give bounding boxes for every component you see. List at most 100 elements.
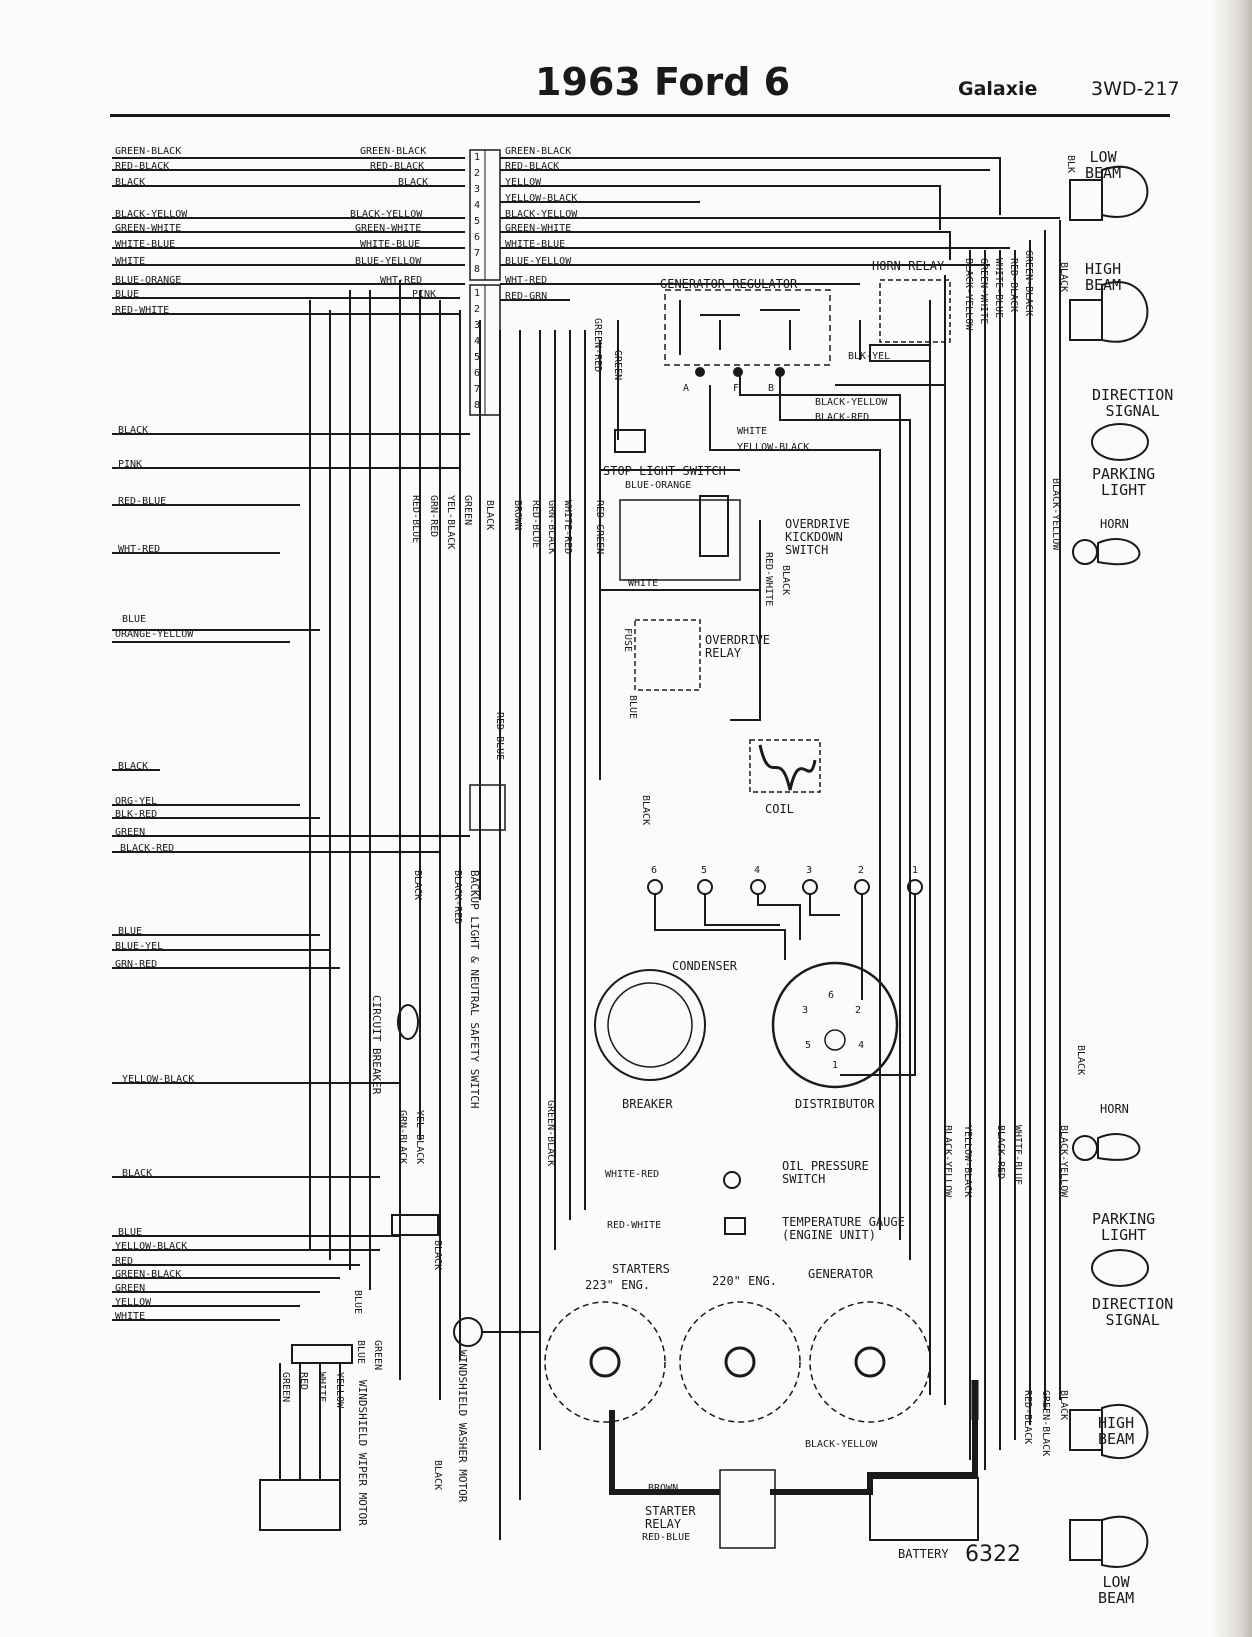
vertical-wire-label: YEL-BLACK xyxy=(445,495,456,550)
right-vertical-label: YELLOW-BLACK xyxy=(962,1125,973,1198)
left-wire-label: BLUE xyxy=(122,614,147,625)
label-line: SAFETY SWITCH xyxy=(468,1022,482,1109)
terminal-number: 8 xyxy=(474,400,481,411)
right-vertical-label: GREEN-WHITE xyxy=(978,258,989,325)
generator-label: GENERATOR xyxy=(808,1267,874,1281)
left-wire-label: ORG-YEL xyxy=(115,796,158,807)
direction-signal-bottom-label: DIRECTION SIGNAL xyxy=(1092,1296,1173,1329)
label-line: BREAKER xyxy=(370,1047,384,1095)
terminal-number: 4 xyxy=(474,200,481,211)
model-name: Galaxie xyxy=(958,78,1038,100)
vertical-wire-label: RED-BLUE xyxy=(410,495,421,544)
right-vertical-label: GREEN-BLACK xyxy=(1023,250,1034,317)
left-wire-label: BLACK xyxy=(118,425,149,436)
label-line: LIGHT xyxy=(1101,1225,1147,1244)
label-line: HIGH xyxy=(1085,260,1122,278)
terminal-number: 1 xyxy=(474,152,481,163)
label-line: SWITCH xyxy=(785,543,829,558)
left-wire-label: BLACK-YELLOW xyxy=(115,209,188,220)
mid-wire-label: GREEN-WHITE xyxy=(355,223,422,234)
mid-wire-label: RED-BLACK xyxy=(370,161,425,172)
right-vertical-label: BLACK-YELLOW xyxy=(1058,1125,1069,1198)
parking-light-top-label: PARKING LIGHT xyxy=(1092,466,1155,499)
label-line: SWITCH xyxy=(782,1172,826,1187)
right-wire-label: GREEN-WHITE xyxy=(505,223,572,234)
label-line: LOW xyxy=(1089,148,1117,166)
mid-wire-label: BLACK xyxy=(398,177,429,188)
right-vertical-label: BLACK-RED xyxy=(995,1125,1006,1180)
stop-light-switch-label: STOP LIGHT SWITCH xyxy=(603,464,726,478)
label-line: WASHER xyxy=(456,1422,470,1463)
horn-top-label: HORN xyxy=(1100,517,1129,531)
label-line: BEAM xyxy=(1098,1429,1135,1448)
cap-number: 4 xyxy=(754,865,761,876)
temperature-gauge-label: TEMPERATURE GAUGE (ENGINE UNIT) xyxy=(782,1215,905,1242)
battery-label: BATTERY xyxy=(898,1547,949,1561)
label-line: MOTOR xyxy=(456,1469,470,1503)
vertical-wire-label: RED-GREEN xyxy=(594,500,605,555)
right-vertical-label: BLACK-YELLOW xyxy=(942,1125,953,1198)
high-beam-bottom-label: HIGH BEAM xyxy=(1098,1415,1135,1448)
left-wire-label: WHITE-BLUE xyxy=(115,239,176,250)
right-wire-label: WHITE-BLUE xyxy=(505,239,566,250)
left-wire-label: RED-BLUE xyxy=(118,496,167,507)
wiper-wire-label: RED xyxy=(298,1372,309,1391)
right-vertical-label: BLACK-YELLOW xyxy=(963,258,974,331)
starters-label: STARTERS xyxy=(612,1262,670,1276)
wire-label-black-washer: BLACK xyxy=(432,1240,443,1271)
terminal-number: 4 xyxy=(474,336,481,347)
right-vertical-label: WHITE-BLUE xyxy=(1012,1125,1023,1186)
right-wire-label: WHT-RED xyxy=(505,275,548,286)
label-line: RELAY xyxy=(705,646,742,661)
label-line: WIPER xyxy=(356,1452,370,1486)
circuit-breaker-label: CIRCUIT BREAKER xyxy=(370,995,384,1095)
regulator-terminal: A xyxy=(683,383,690,394)
overdrive-relay-label: OVERDRIVE RELAY xyxy=(705,633,770,661)
left-wire-label: RED-WHITE xyxy=(115,305,170,316)
left-wire-label: GREEN-BLACK xyxy=(115,1269,182,1280)
oil-pressure-label: OIL PRESSURE SWITCH xyxy=(782,1159,869,1187)
washer-motor-label: WINDSHIELD WASHER MOTOR xyxy=(456,1350,470,1503)
vertical-wire-label: GRN-RED xyxy=(428,495,439,538)
left-wire-label: BLK-RED xyxy=(115,809,158,820)
wire-label-black-coil: BLACK xyxy=(640,795,651,826)
vertical-wire-label: GREEN xyxy=(462,495,473,526)
right-vertical-label: BLACK-YELLOW xyxy=(1050,478,1061,551)
wire-label-black-red: BLACK-RED xyxy=(452,870,463,925)
cap-number: 6 xyxy=(651,865,658,876)
left-wire-label: GREEN-WHITE xyxy=(115,223,182,234)
mid-wire-label: BLACK-YELLOW xyxy=(350,209,423,220)
backup-switch-label: BACKUP LIGHT & NEUTRAL SAFETY SWITCH xyxy=(468,870,482,1109)
label-line: WINDSHIELD xyxy=(356,1380,370,1447)
mid-wire-label: PINK xyxy=(412,289,437,300)
vertical-wire-label: BLACK xyxy=(484,500,495,531)
wire-label-yel-black: YEL-BLACK xyxy=(414,1110,425,1165)
left-wire-label: WHITE xyxy=(115,1311,146,1322)
left-wire-label: GREEN xyxy=(115,1283,146,1294)
left-wire-label: RED xyxy=(115,1256,134,1267)
right-wire-label: RED-GRN xyxy=(505,291,548,302)
cap-number: 1 xyxy=(912,865,919,876)
right-wire-label: BLUE-YELLOW xyxy=(505,256,572,267)
right-wire-label: BLACK-YELLOW xyxy=(505,209,578,220)
fuse-label: FUSE xyxy=(622,628,633,653)
coil-label: COIL xyxy=(765,802,794,816)
wire-label-red-blue-bottom: RED-BLUE xyxy=(642,1532,691,1543)
wire-label-black-yellow-bottom: BLACK-YELLOW xyxy=(805,1439,878,1450)
left-wire-label: YELLOW-BLACK xyxy=(122,1074,195,1085)
vertical-wire-label: GREEN-RED xyxy=(592,318,603,373)
left-wire-label: YELLOW xyxy=(115,1297,152,1308)
vertical-wire-label: BROWN xyxy=(512,500,523,531)
wire-label-black-red-reg: BLACK-RED xyxy=(815,412,870,423)
wire-label-yellow-black: YELLOW-BLACK xyxy=(737,442,810,453)
terminal-number: 3 xyxy=(474,184,481,195)
left-wire-label: BLUE-YEL xyxy=(115,941,164,952)
condenser-label: CONDENSER xyxy=(672,959,738,973)
page-number: 6322 xyxy=(965,1542,1021,1567)
left-wire-label: BLACK-RED xyxy=(120,843,175,854)
label-line: STARTER xyxy=(645,1504,696,1518)
left-wire-label: BLUE xyxy=(118,1227,143,1238)
generator-regulator-label: GENERATOR REGULATOR xyxy=(660,277,798,291)
wiper-wire-label: YELLOW xyxy=(334,1372,345,1409)
left-wire-label: GRN-RED xyxy=(115,959,158,970)
